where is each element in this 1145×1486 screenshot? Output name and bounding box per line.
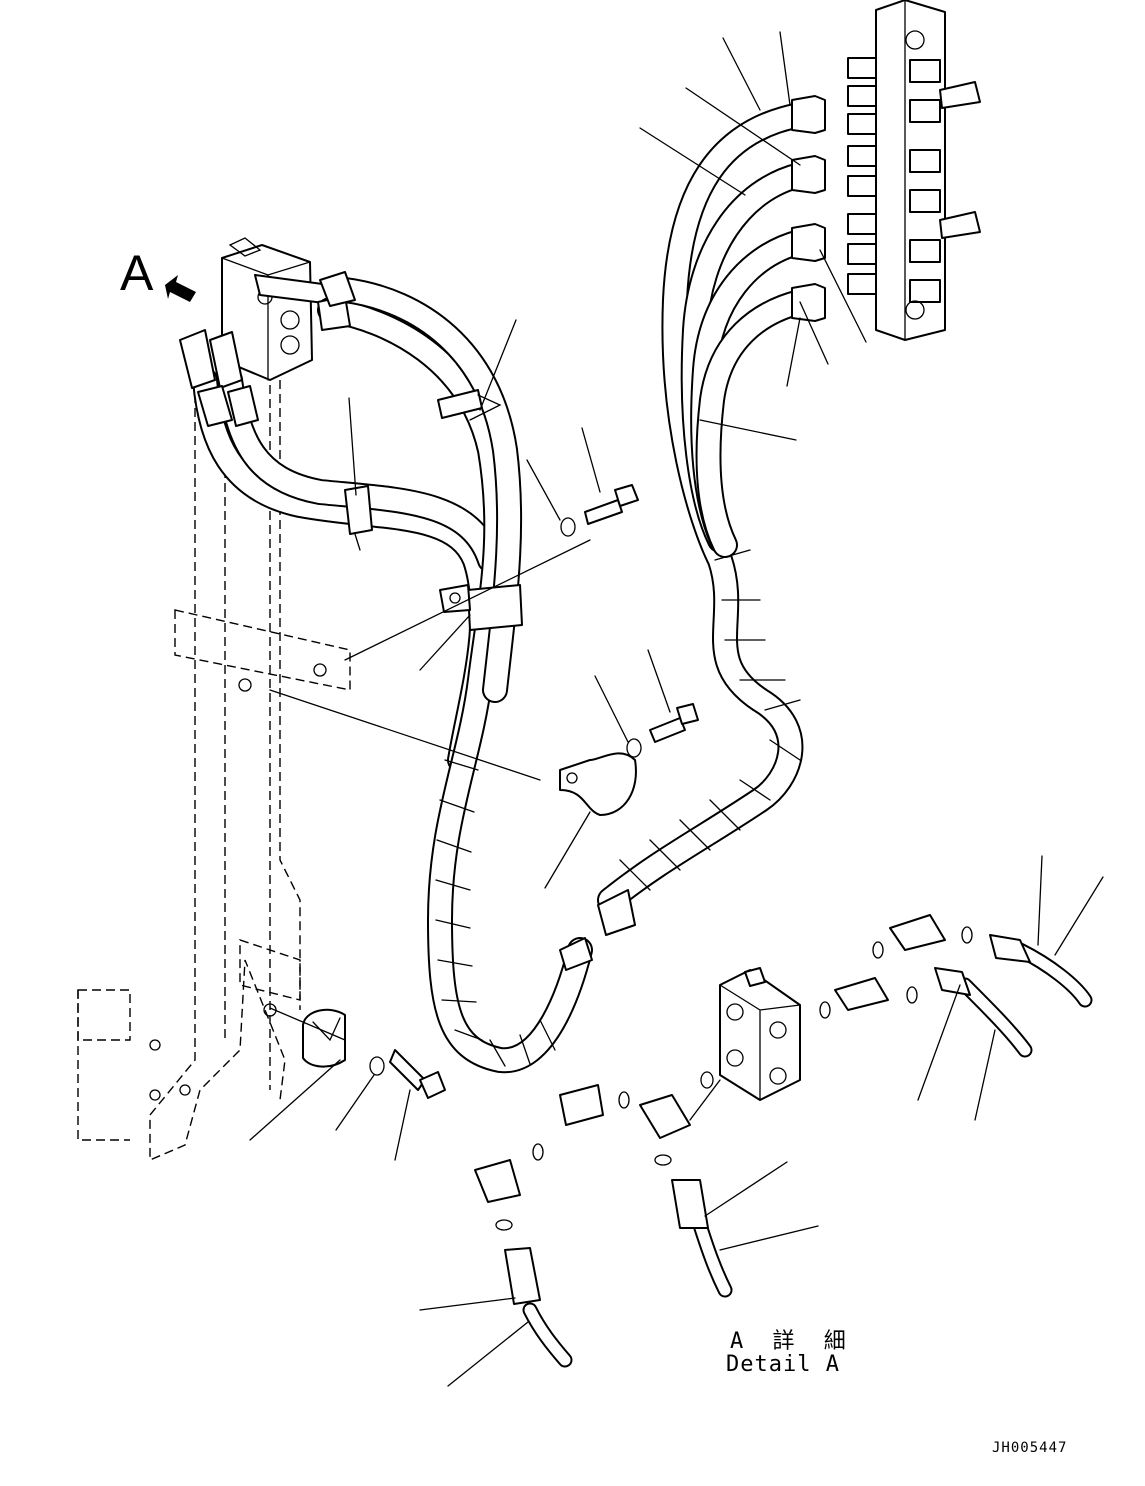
bolt-middle — [649, 703, 699, 743]
drawing-number: JH005447 — [992, 1440, 1068, 1456]
hose-bundle-main — [317, 271, 593, 1074]
bolt-upper — [584, 484, 639, 525]
washers — [369, 517, 642, 1076]
detail-a-fittings — [474, 914, 973, 1231]
hose-bundle-right — [597, 95, 826, 936]
detail-title-japanese: A 詳 細 — [730, 1329, 854, 1354]
control-valve-bank — [847, 0, 981, 341]
hose-tie-left — [344, 485, 373, 551]
bolt-bottom — [389, 1049, 446, 1099]
view-direction-arrow-icon — [165, 275, 196, 302]
view-letter-label: A — [120, 245, 154, 301]
clamp-bottom — [302, 1008, 346, 1068]
detail-a-valve-block — [719, 967, 801, 1101]
leader-lines — [249, 31, 1104, 1387]
detail-title-english: Detail A — [726, 1352, 840, 1377]
detail-a-hose-ends — [504, 934, 1093, 1368]
clamp-middle — [559, 752, 637, 816]
hoses-left-pair — [179, 329, 503, 773]
